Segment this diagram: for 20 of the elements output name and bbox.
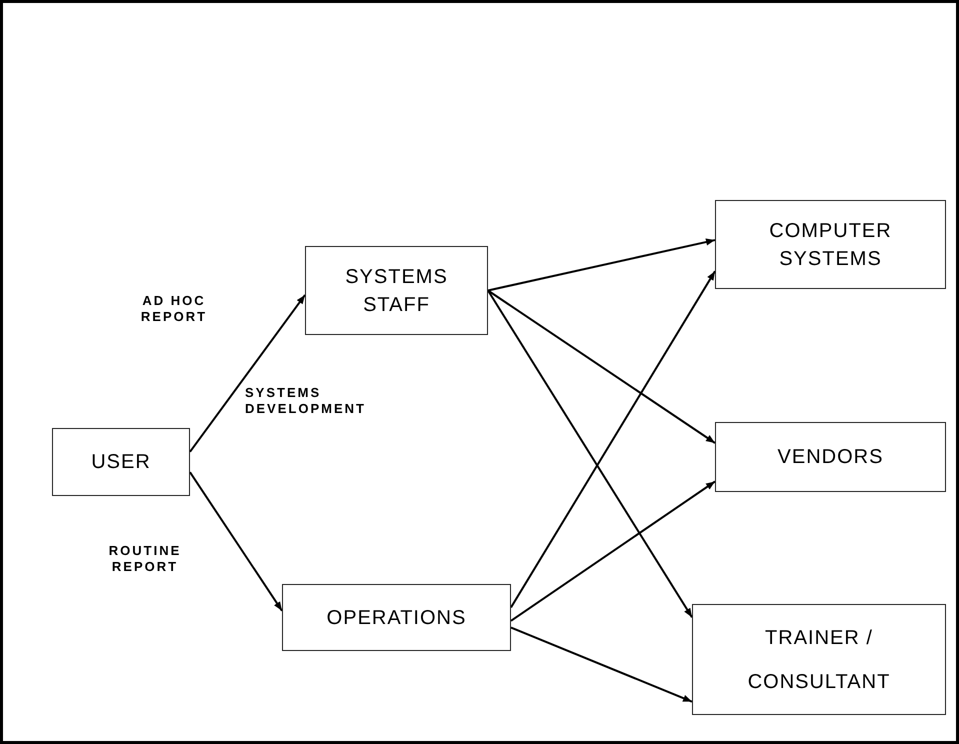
process-box [282, 584, 511, 651]
process-box [692, 604, 946, 715]
node-label: VENDORS [778, 445, 884, 469]
process-box [52, 428, 190, 496]
process-box [715, 200, 946, 289]
arrow [510, 626, 692, 703]
node-label: SYSTEMS STAFF [344, 264, 449, 318]
arrow [189, 472, 283, 612]
node-label: COMPUTER SYSTEMS [768, 218, 893, 272]
process-box [715, 422, 946, 492]
arrow [189, 294, 306, 452]
arrow [510, 270, 716, 608]
arrow [487, 290, 693, 618]
arrow [510, 480, 716, 622]
arrow [487, 290, 716, 444]
node-label: USER [91, 450, 151, 474]
process-box [305, 246, 488, 335]
node-label: OPERATIONS [326, 606, 466, 630]
node-label: TRAINER / CONSULTANT [746, 626, 892, 694]
arrow [488, 238, 716, 292]
